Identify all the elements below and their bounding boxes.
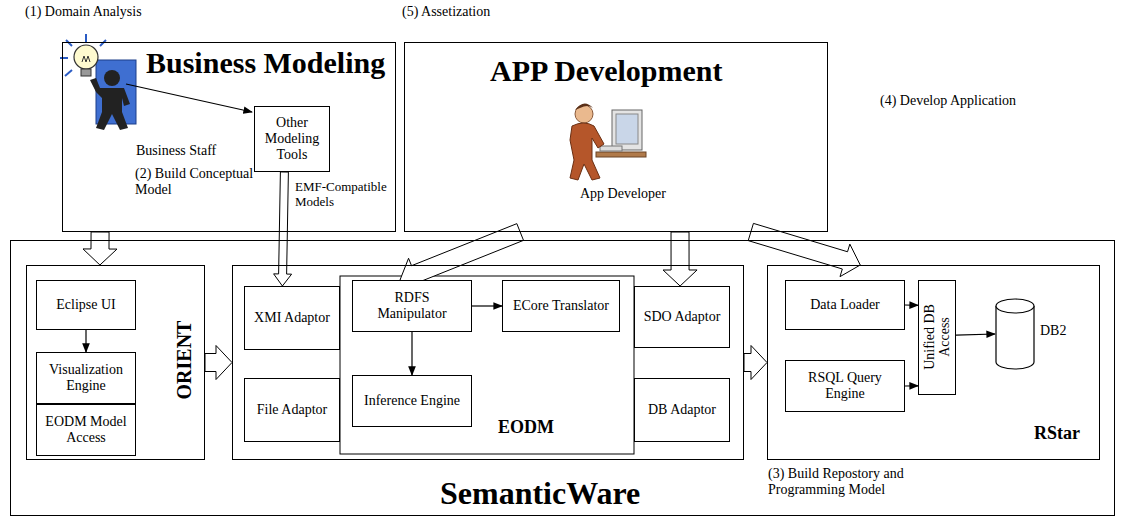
node-title: EODM — [498, 418, 554, 438]
node-label: RSQL Query Engine — [792, 370, 898, 402]
bulb-base — [81, 69, 91, 76]
group-box: APP Development — [404, 42, 828, 232]
adaptor-box: XMI Adaptor — [244, 286, 340, 350]
adaptor-box: SDO Adaptor — [634, 286, 730, 348]
annotation-label: (3) Build Repostory and Programming Mode… — [768, 466, 943, 498]
flow-arrow — [472, 305, 502, 306]
bulb-rays — [60, 34, 106, 76]
annotation-label: (2) Build Conceptual Model — [135, 166, 260, 198]
block-arrow — [83, 232, 117, 265]
ray — [100, 40, 106, 46]
annotation-label: App Developer — [580, 186, 666, 202]
module-box: RSQL Query Engine — [785, 360, 905, 412]
annotation-label: (4) Develop Application — [880, 93, 1016, 109]
desk — [596, 152, 646, 157]
flow-arrow — [956, 334, 995, 335]
module-box: EODM Model Access — [36, 404, 136, 456]
node-label: RDFS Manipulator — [359, 290, 465, 322]
component-box: Data LoaderRSQL Query Engine Unified DB A… — [767, 265, 1100, 460]
app-developer-figure — [570, 103, 646, 180]
node-title: RStar — [1034, 424, 1080, 444]
ray — [65, 70, 72, 76]
access-bar: Unified DB Access — [918, 280, 956, 395]
node-label: Inference Engine — [364, 393, 460, 409]
node-label: File Adaptor — [257, 402, 327, 418]
node-label: EODM Model Access — [43, 414, 129, 446]
monitor — [612, 110, 642, 150]
person-hair — [575, 103, 593, 110]
annotation-label: EMF-Compatible Models — [295, 180, 390, 210]
node-title: SemanticWare — [440, 476, 640, 511]
keyboard — [600, 146, 622, 151]
adaptor-box: DB Adaptor — [634, 378, 730, 442]
ray — [66, 40, 72, 46]
cylinder-outline — [995, 298, 1035, 370]
node-label: ECore Translator — [513, 298, 609, 314]
node-label: XMI Adaptor — [254, 310, 330, 326]
module-box: Data Loader — [785, 280, 905, 330]
node-label: Data Loader — [810, 297, 880, 313]
node-label: Visualization Engine — [43, 362, 129, 394]
node-title: DB2 — [1040, 323, 1066, 338]
module-box: Visualization Engine — [36, 352, 136, 404]
module-box: ECore Translator — [502, 280, 620, 332]
eodm-core-frame — [340, 276, 634, 454]
block-arrow — [274, 172, 292, 286]
leader-arrow — [126, 84, 252, 112]
cylinder-body — [996, 306, 1034, 369]
annotation-label: (5) Assetization — [402, 4, 490, 20]
block-arrow — [205, 346, 232, 380]
node-label: Other Modeling Tools — [261, 115, 323, 163]
node-title: Business Modeling — [146, 46, 385, 79]
system-box: Eclipse UI Visualization EngineEODM Model… — [10, 240, 1115, 516]
flow-arrow — [411, 332, 412, 375]
node-title: Unified DB Access — [922, 287, 953, 387]
bulb-filament — [82, 56, 90, 62]
adaptor-box: File Adaptor — [244, 378, 340, 442]
node-label: SDO Adaptor — [644, 309, 721, 325]
annotation-label: Business Staff — [136, 143, 216, 159]
annotation-label: (1) Domain Analysis — [25, 4, 142, 20]
flow-arrow — [905, 304, 918, 305]
node-title: ORIENT — [173, 300, 195, 420]
flow-arrow — [905, 385, 918, 386]
cylinder-top — [996, 299, 1034, 313]
component-box: XMI AdaptorFile AdaptorRDFS ManipulatorE… — [232, 265, 744, 460]
light-bulb — [74, 45, 98, 69]
node-title: APP Development — [490, 54, 722, 87]
tool-box: Other Modeling Tools — [254, 106, 330, 172]
screen — [616, 114, 638, 144]
group-box: Other Modeling Tools Business Modeling — [62, 42, 396, 232]
person-head — [104, 70, 120, 86]
module-box: Eclipse UI — [36, 280, 136, 330]
node-label: Eclipse UI — [56, 297, 115, 313]
module-box: RDFS Manipulator — [352, 280, 472, 332]
node-label: DB Adaptor — [648, 402, 716, 418]
flow-arrow — [85, 330, 86, 352]
module-box: Inference Engine — [352, 375, 472, 427]
block-arrow — [744, 346, 767, 380]
person-body — [570, 123, 604, 180]
component-box: Eclipse UI Visualization EngineEODM Model… — [26, 265, 205, 460]
person-body — [90, 78, 130, 130]
ray — [85, 34, 87, 42]
database-cylinder: DB2 — [995, 298, 1035, 370]
